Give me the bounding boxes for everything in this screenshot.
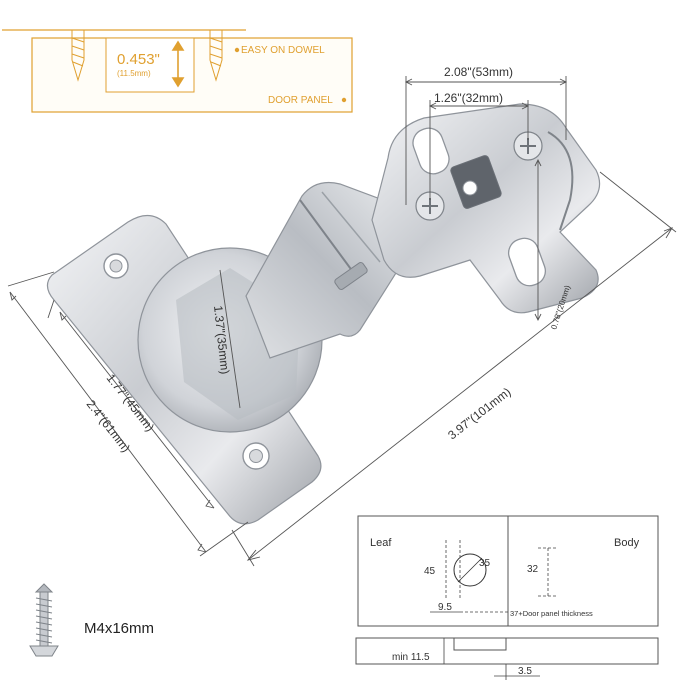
screw-size-label: M4x16mm xyxy=(84,620,155,637)
dim-32: 32 xyxy=(527,564,539,575)
easy-on-dowel-label: EASY ON DOWEL xyxy=(241,45,325,56)
dowel-screw-left xyxy=(71,30,85,82)
dim-45: 45 xyxy=(424,566,436,577)
door-panel-label: DOOR PANEL xyxy=(268,95,333,106)
overall-length-label: 3.97"(101mm) xyxy=(445,385,513,443)
leaf-label: Leaf xyxy=(370,537,392,549)
height-arrow xyxy=(171,40,185,88)
dim-35: 35 xyxy=(479,558,491,569)
hinge-illustration xyxy=(46,103,601,525)
body-label: Body xyxy=(614,537,640,549)
drilling-template: Leaf Body 45 35 32 9.5 37+Door panel thi… xyxy=(355,515,659,680)
screw-icon xyxy=(29,583,59,657)
adjust-screw-2 xyxy=(513,131,543,161)
callout-measure: 0.453" xyxy=(117,51,160,68)
dim-3-5: 3.5 xyxy=(518,666,532,677)
door-panel-callout: 0.453" (11.5mm) EASY ON DOWEL DOOR PANEL xyxy=(2,29,353,113)
cup-bore-circle xyxy=(453,553,487,587)
mid-width-label: 1.26"(32mm) xyxy=(434,91,503,105)
offset-note: 37+Door panel thickness xyxy=(510,609,593,618)
callout-measure-mm: (11.5mm) xyxy=(117,69,151,78)
dowel-screw-right xyxy=(209,30,223,82)
dim-9-5: 9.5 xyxy=(438,602,452,613)
min-label: min 11.5 xyxy=(392,652,430,663)
top-width-label: 2.08"(53mm) xyxy=(444,65,513,79)
dimension-lines xyxy=(7,76,677,567)
